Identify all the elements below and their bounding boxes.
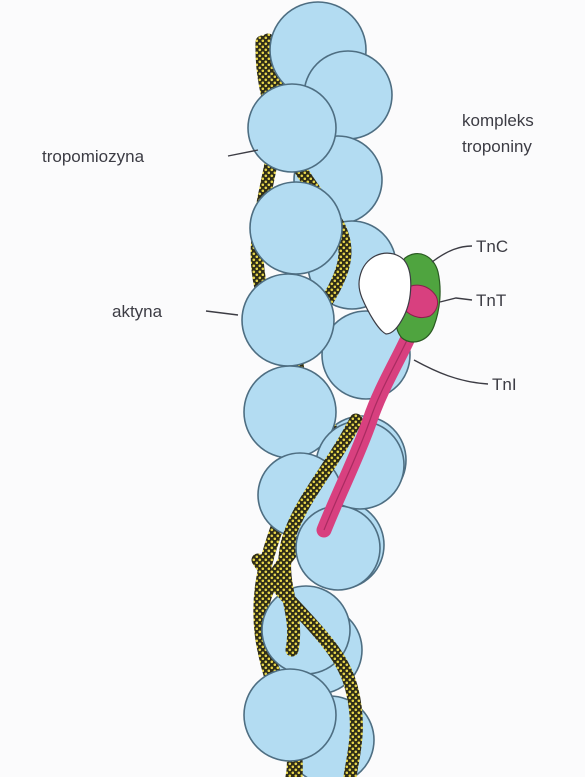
tnc-leader: [432, 246, 472, 262]
kompleks-label: kompleks: [462, 111, 534, 130]
tni-label: TnI: [492, 375, 517, 394]
troponiny-label: troponiny: [462, 137, 532, 156]
actin-monomer: [242, 274, 334, 366]
tnt-label: TnT: [476, 291, 506, 310]
tnt-leader: [440, 298, 472, 302]
aktyna-leader: [206, 311, 238, 315]
actin-monomer: [244, 669, 336, 761]
aktyna-label: aktyna: [112, 302, 163, 321]
tni-leader: [414, 360, 488, 384]
actin-monomer: [250, 182, 342, 274]
tropomiozyna-leader: [228, 150, 258, 156]
tnc-label: TnC: [476, 237, 508, 256]
actin-monomer: [248, 84, 336, 172]
actin-monomer: [296, 506, 380, 590]
tropomiozyna-label: tropomiozyna: [42, 147, 145, 166]
